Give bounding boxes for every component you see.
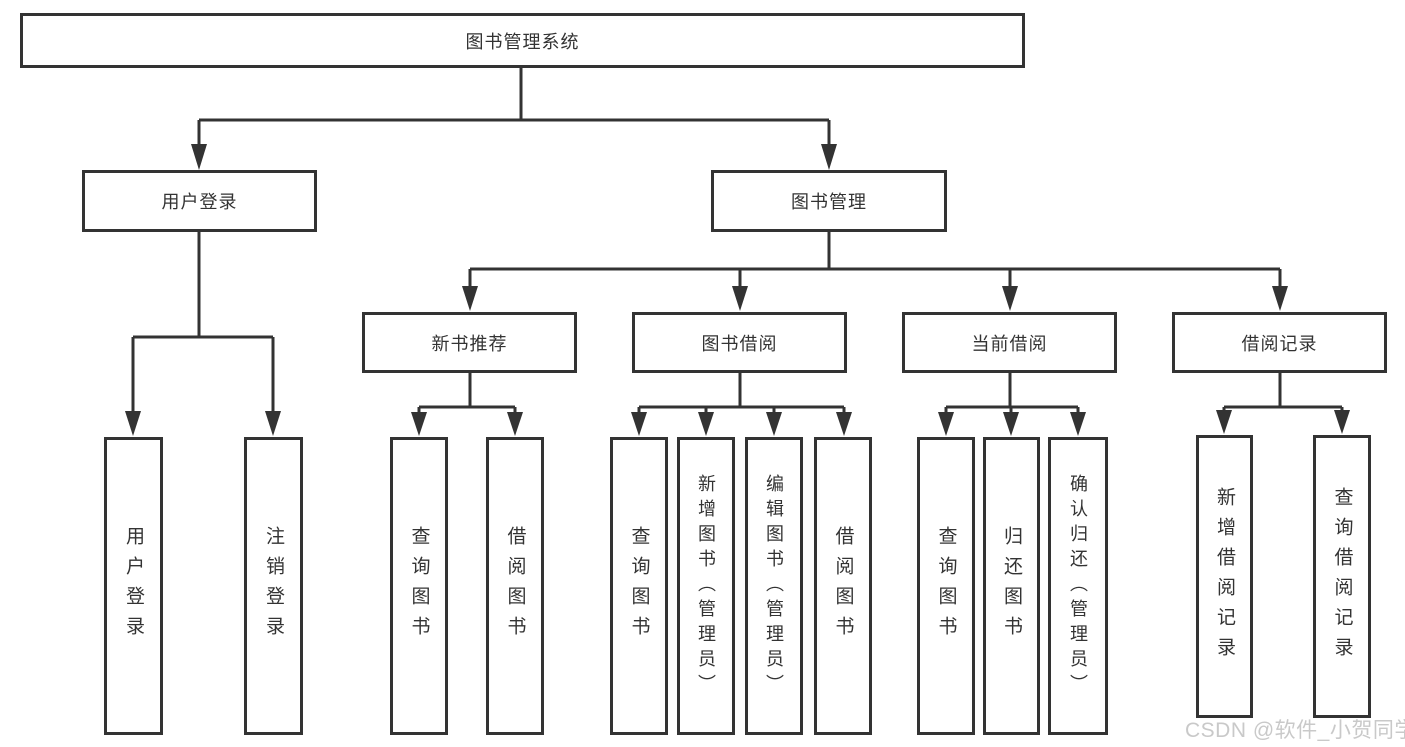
arrowhead-icon — [411, 412, 427, 436]
node-label: 图书借阅 — [701, 333, 778, 354]
arrowhead-icon — [631, 412, 647, 436]
node-label: 图书管理 — [791, 192, 867, 212]
arrowhead-icon — [938, 412, 954, 436]
node-label: 查询图书 — [408, 526, 430, 646]
node-label: 借阅图书 — [832, 526, 854, 646]
arrowhead-icon — [836, 412, 852, 436]
leaf-borrow-books-1: 借阅图书 — [486, 437, 544, 735]
leaf-query-books-2: 查询图书 — [610, 437, 668, 735]
node-current-borrowing: 当前借阅 — [902, 312, 1117, 373]
node-label: 当前借阅 — [971, 333, 1048, 354]
arrowhead-icon — [125, 411, 141, 436]
node-borrowing-records: 借阅记录 — [1172, 312, 1387, 373]
connector-book-mgmt-branch — [462, 232, 1288, 311]
node-label: 用户登录 — [123, 526, 144, 646]
arrowhead-icon — [1216, 410, 1232, 434]
leaf-query-borrow-record: 查询借阅记录 — [1313, 435, 1371, 718]
connector-new-book-branch — [411, 373, 523, 436]
arrowhead-icon — [1003, 412, 1019, 436]
node-label: 编辑图书（管理员） — [764, 473, 784, 699]
arrowhead-icon — [821, 144, 837, 170]
node-label: 注销登录 — [263, 526, 284, 646]
leaf-query-books-3: 查询图书 — [917, 437, 975, 735]
leaf-query-books-1: 查询图书 — [390, 437, 448, 735]
node-new-book-recommend: 新书推荐 — [362, 312, 577, 373]
node-user-login-module: 用户登录 — [82, 170, 317, 232]
leaf-confirm-return-admin: 确认归还（管理员） — [1048, 437, 1108, 735]
arrowhead-icon — [732, 286, 748, 311]
node-label: 查询图书 — [935, 526, 957, 646]
node-label: 借阅记录 — [1241, 333, 1318, 354]
leaf-logout: 注销登录 — [244, 437, 303, 735]
leaf-borrow-books-2: 借阅图书 — [814, 437, 872, 735]
node-book-management-module: 图书管理 — [711, 170, 947, 232]
arrowhead-icon — [766, 412, 782, 436]
node-root-system: 图书管理系统 — [20, 13, 1025, 68]
node-label: 新增借阅记录 — [1214, 486, 1235, 667]
connector-borrow-record-branch — [1216, 373, 1350, 434]
node-label: 借阅图书 — [504, 526, 526, 646]
arrowhead-icon — [191, 144, 207, 170]
arrowhead-icon — [1272, 286, 1288, 311]
node-label: 查询图书 — [628, 526, 650, 646]
arrowhead-icon — [1334, 410, 1350, 434]
node-label: 新书推荐 — [431, 333, 508, 354]
arrowhead-icon — [1002, 286, 1018, 311]
node-label: 确认归还（管理员） — [1068, 473, 1088, 699]
arrowhead-icon — [265, 411, 281, 436]
arrowhead-icon — [462, 286, 478, 311]
arrowhead-icon — [1070, 412, 1086, 436]
node-label: 查询借阅记录 — [1331, 486, 1353, 667]
leaf-add-borrow-record: 新增借阅记录 — [1196, 435, 1253, 718]
connector-book-borrow-branch — [631, 373, 852, 436]
csdn-watermark: CSDN @软件_小贺同学 — [1185, 719, 1405, 742]
leaf-edit-books-admin: 编辑图书（管理员） — [745, 437, 803, 735]
leaf-user-login: 用户登录 — [104, 437, 163, 735]
node-label: 归还图书 — [1001, 526, 1022, 646]
leaf-add-books-admin: 新增图书（管理员） — [677, 437, 735, 735]
arrowhead-icon — [507, 412, 523, 436]
connector-user-login-branch — [125, 232, 281, 436]
leaf-return-books: 归还图书 — [983, 437, 1040, 735]
node-book-borrowing: 图书借阅 — [632, 312, 847, 373]
node-label: 新增图书（管理员） — [696, 473, 716, 699]
node-label: 图书管理系统 — [465, 31, 580, 52]
arrowhead-icon — [698, 412, 714, 436]
node-label: 用户登录 — [161, 192, 238, 212]
connector-current-borrow-branch — [938, 373, 1086, 436]
connector-root-to-level1 — [191, 68, 837, 170]
